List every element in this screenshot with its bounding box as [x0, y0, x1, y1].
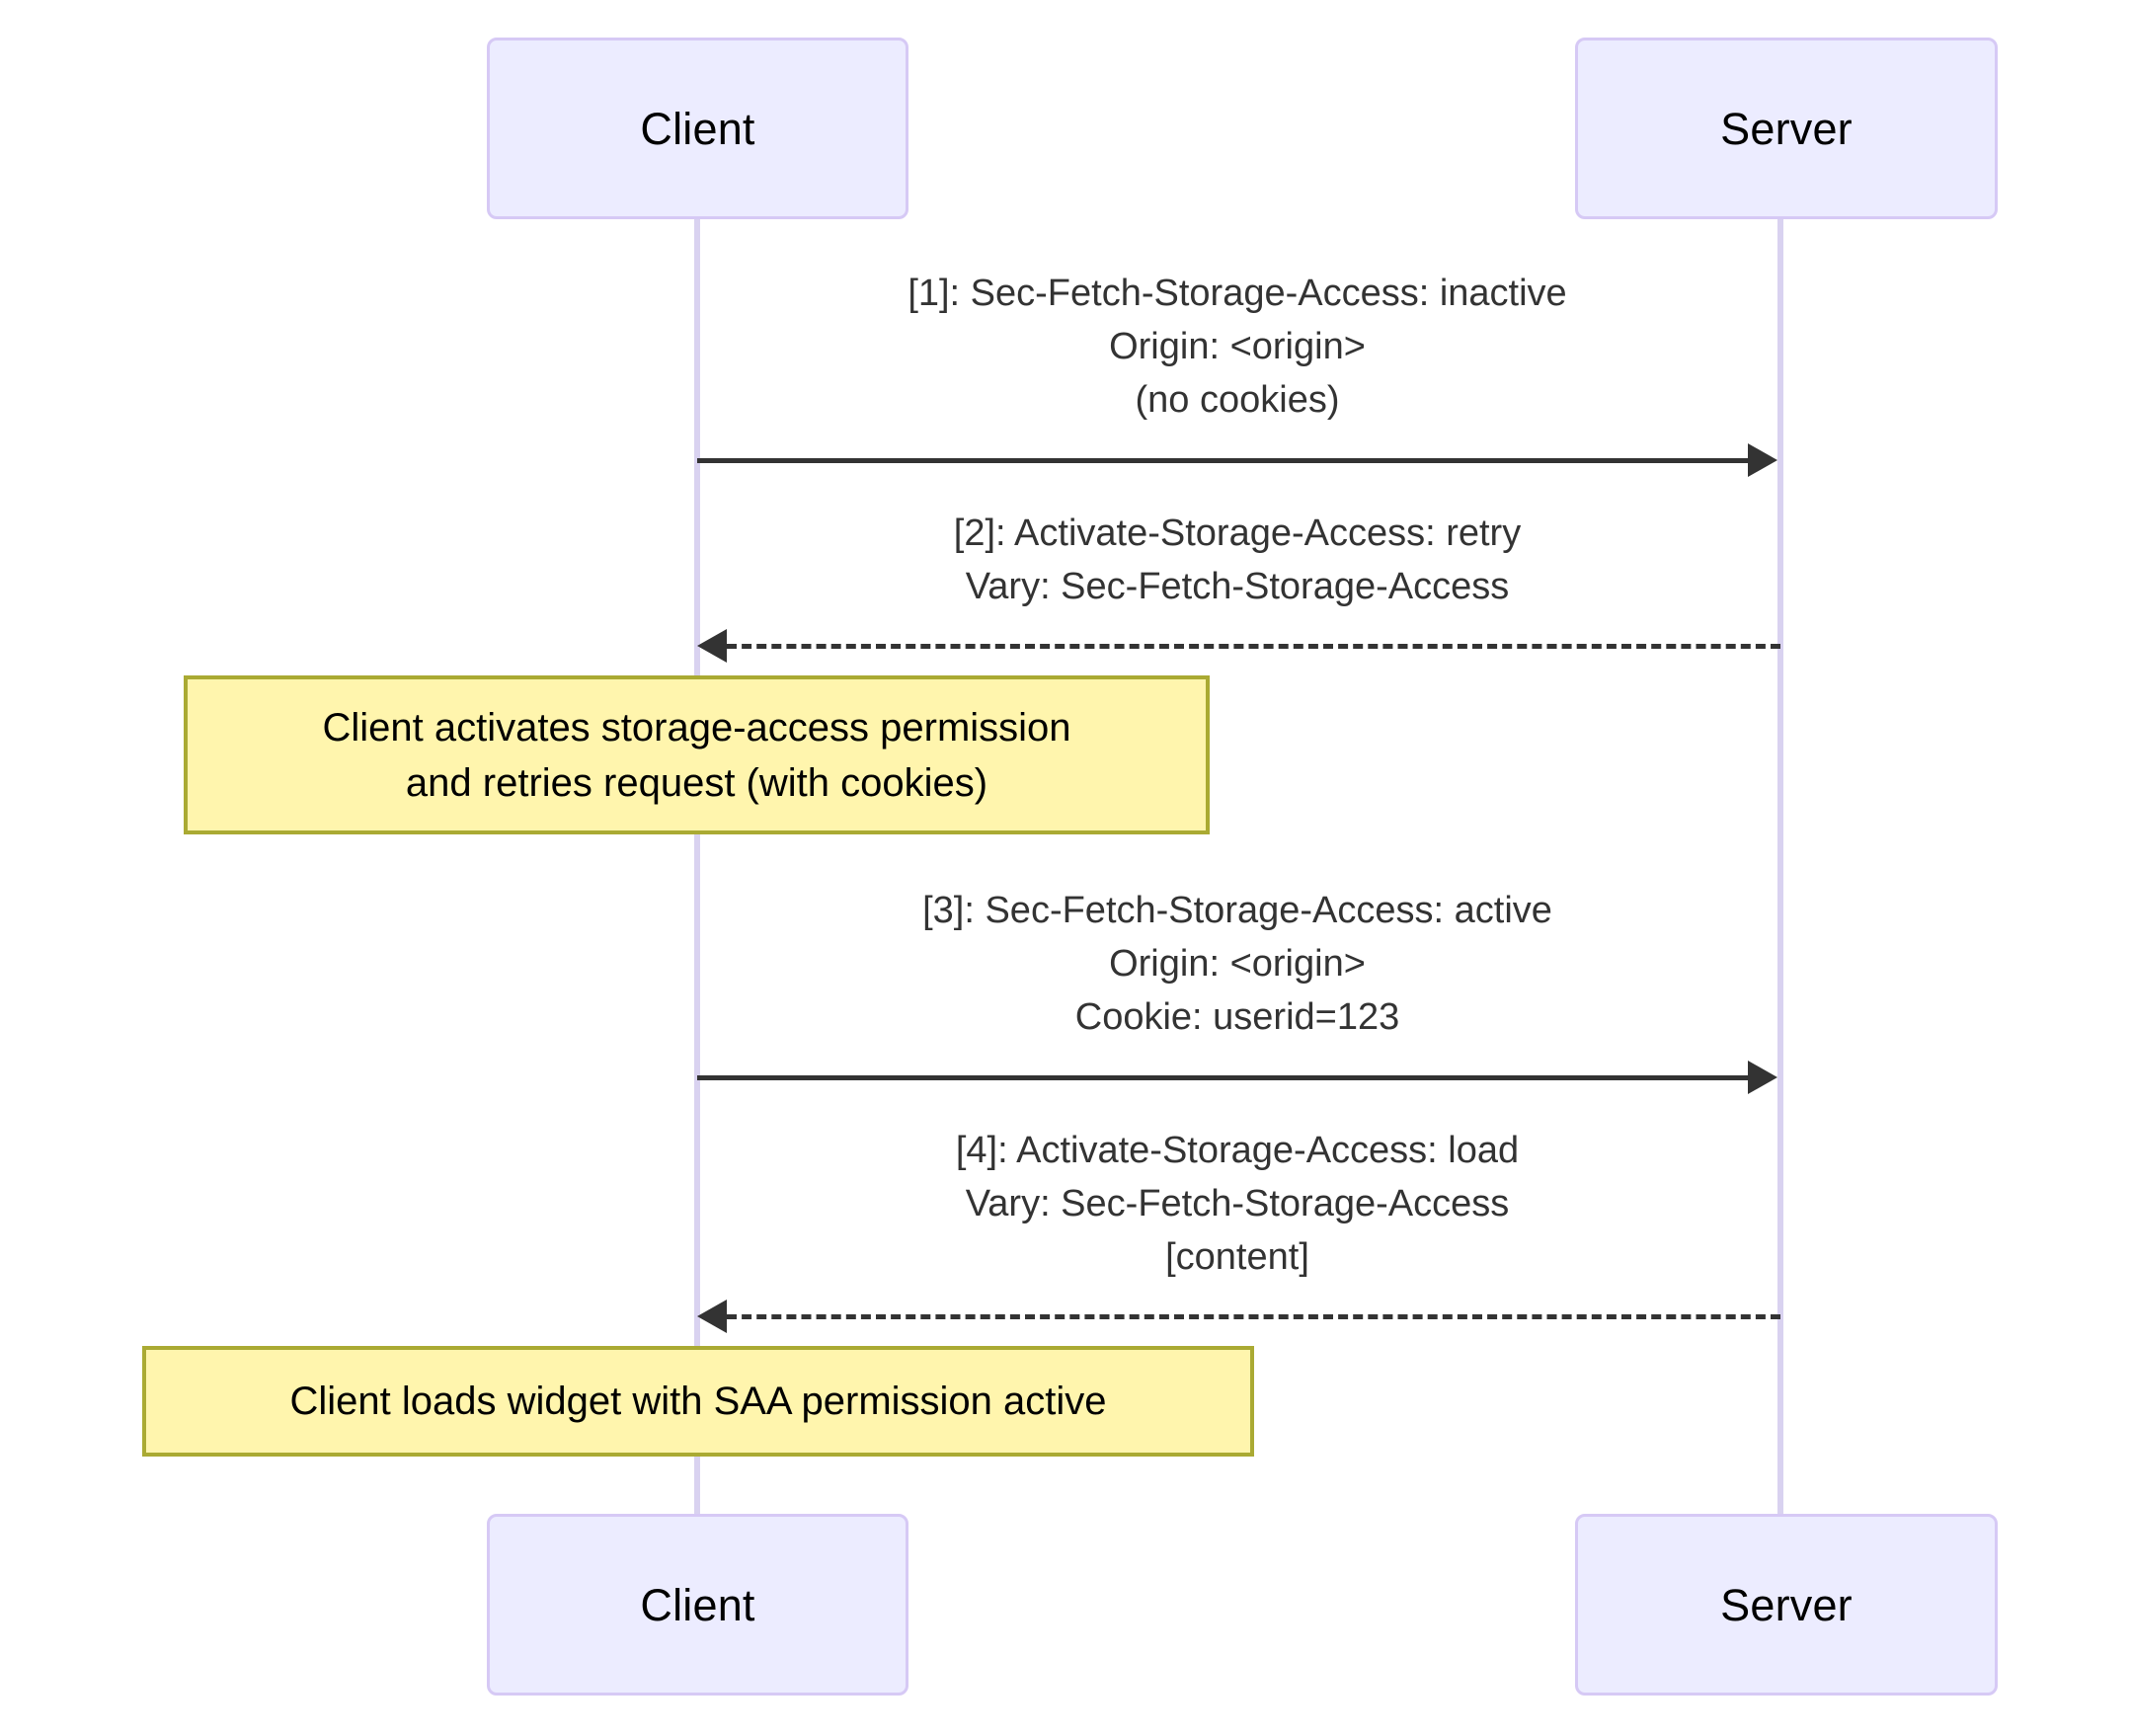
participant-client-bottom-label: Client — [640, 1579, 755, 1630]
participant-server-top[interactable]: Server — [1575, 38, 1998, 219]
message-3-line — [697, 1075, 1750, 1080]
note-load: Client loads widget with SAA permission … — [142, 1346, 1254, 1457]
participant-client-top-label: Client — [640, 103, 755, 154]
message-4-line — [727, 1314, 1780, 1319]
participant-server-top-label: Server — [1720, 103, 1853, 154]
participant-client-bottom[interactable]: Client — [487, 1514, 908, 1696]
note-activate-text: Client activates storage-access permissi… — [322, 705, 1071, 805]
message-4-label: [4]: Activate-Storage-Access: load Vary:… — [955, 1130, 1520, 1278]
lifeline-server — [1777, 219, 1783, 1514]
participant-server-bottom[interactable]: Server — [1575, 1514, 1998, 1696]
note-load-text: Client loads widget with SAA permission … — [289, 1380, 1107, 1423]
lifeline-client — [694, 219, 700, 1514]
message-4-arrowhead-icon — [697, 1300, 727, 1333]
message-2-label: [2]: Activate-Storage-Access: retry Vary… — [953, 513, 1522, 607]
message-1-arrowhead-icon — [1748, 443, 1777, 477]
note-activate: Client activates storage-access permissi… — [184, 675, 1210, 834]
message-2-arrowhead-icon — [697, 629, 727, 663]
message-2-line — [727, 644, 1780, 649]
participant-client-top[interactable]: Client — [487, 38, 908, 219]
message-3-arrowhead-icon — [1748, 1061, 1777, 1094]
message-1-label: [1]: Sec-Fetch-Storage-Access: inactive … — [908, 273, 1567, 421]
message-1-line — [697, 458, 1750, 463]
participant-server-bottom-label: Server — [1720, 1579, 1853, 1630]
message-3-label: [3]: Sec-Fetch-Storage-Access: active Or… — [922, 890, 1552, 1038]
